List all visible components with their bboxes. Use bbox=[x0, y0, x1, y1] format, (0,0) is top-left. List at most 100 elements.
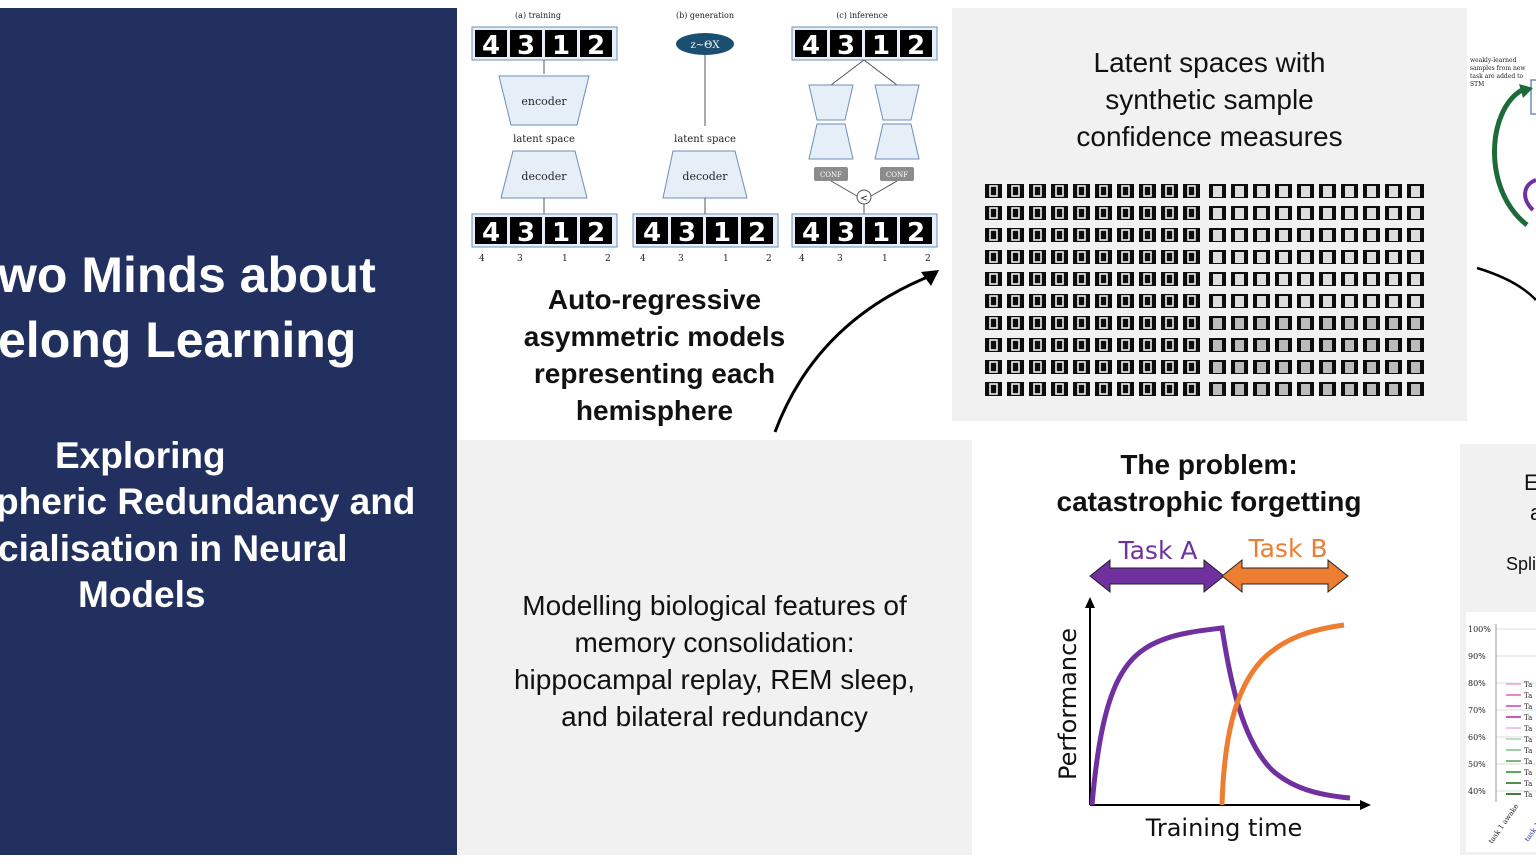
latent-sample-glyph bbox=[1411, 230, 1420, 241]
latent-sample-glyph bbox=[1367, 384, 1376, 395]
digit-tile bbox=[636, 217, 668, 244]
digit-number-label: 1 bbox=[562, 254, 568, 264]
digit-glyph: 4 bbox=[643, 218, 661, 248]
latent-caption: Latent spaces with synthetic sample conf… bbox=[952, 44, 1467, 155]
latent-sample-glyph bbox=[1165, 317, 1174, 329]
y-axis-label: Performance bbox=[1054, 628, 1082, 780]
digit-glyph: 4 bbox=[482, 31, 500, 61]
latent-sample-glyph bbox=[1033, 361, 1042, 373]
latent-sample-glyph bbox=[1345, 296, 1354, 307]
latent-sample-glyph bbox=[1367, 230, 1376, 241]
latent-sample-glyph bbox=[1323, 186, 1332, 197]
latent-sample-glyph bbox=[1187, 207, 1196, 219]
digit-tile bbox=[830, 217, 862, 244]
latent-sample-glyph bbox=[1143, 361, 1152, 373]
digit-tile bbox=[510, 217, 542, 244]
digit-glyph: 3 bbox=[517, 31, 535, 61]
latent-sample-glyph bbox=[1257, 208, 1266, 219]
digit-glyph: 3 bbox=[837, 31, 855, 61]
latent-sample-grid bbox=[985, 184, 1424, 396]
digit-tile bbox=[795, 30, 827, 57]
latent-sample-glyph bbox=[989, 361, 998, 373]
chart-background bbox=[1466, 612, 1536, 852]
percent-tick: 70% bbox=[1468, 706, 1486, 715]
percent-tick: 60% bbox=[1468, 733, 1486, 742]
latent-sample-glyph bbox=[1301, 230, 1310, 241]
digit-number-label: 1 bbox=[723, 254, 729, 264]
latent-sample-glyph bbox=[1235, 296, 1244, 307]
title-line-1: wo Minds about bbox=[0, 247, 376, 303]
latent-sample-glyph bbox=[1099, 251, 1108, 263]
latent-sample-glyph bbox=[1099, 185, 1108, 197]
latent-sample-glyph bbox=[1121, 273, 1130, 285]
digit-tile bbox=[865, 217, 897, 244]
latent-sample-glyph bbox=[1389, 208, 1398, 219]
latent-sample-glyph bbox=[1213, 230, 1222, 241]
latent-sample-glyph bbox=[1257, 340, 1266, 351]
digit-number-label: 1 bbox=[882, 254, 888, 264]
y-axis-head bbox=[1085, 597, 1095, 608]
latent-sample-glyph bbox=[1143, 185, 1152, 197]
subtitle-line-2: pheric Redundancy and bbox=[0, 481, 416, 522]
latent-sample-glyph bbox=[1011, 339, 1020, 351]
problem-title-line: The problem: bbox=[1120, 449, 1298, 480]
latent-sample-glyph bbox=[1411, 296, 1420, 307]
decoder-label-a: decoder bbox=[521, 170, 567, 183]
latent-sample-glyph bbox=[1389, 252, 1398, 263]
latent-sample-glyph bbox=[1213, 362, 1222, 373]
latent-sample-glyph bbox=[989, 251, 998, 263]
latent-sample-glyph bbox=[1411, 186, 1420, 197]
latent-sample-label: z~ΘX bbox=[691, 40, 721, 51]
digit-glyph: 4 bbox=[482, 218, 500, 248]
left-encoder-block bbox=[808, 84, 854, 121]
latent-sample-glyph bbox=[1011, 361, 1020, 373]
latent-sample-glyph bbox=[1165, 273, 1174, 285]
architecture-caption: Auto-regressive asymmetric models repres… bbox=[487, 281, 822, 429]
digit-glyph: 1 bbox=[872, 218, 890, 248]
latent-space-label-b: latent space bbox=[674, 134, 736, 145]
latent-sample-glyph bbox=[1345, 318, 1354, 329]
latent-sample-glyph bbox=[1257, 318, 1266, 329]
latent-sample-glyph bbox=[1165, 383, 1174, 395]
legend-label: Ta bbox=[1524, 747, 1532, 755]
latent-sample-glyph bbox=[1279, 186, 1288, 197]
task-b-arrow bbox=[1221, 558, 1349, 594]
legend-label: Ta bbox=[1524, 725, 1532, 733]
green-arrow-head bbox=[1519, 84, 1533, 98]
latent-sample-glyph bbox=[1143, 383, 1152, 395]
latent-sample-glyph bbox=[1055, 295, 1064, 307]
latent-sample-glyph bbox=[1301, 274, 1310, 285]
biological-panel: Modelling biological features of memory … bbox=[457, 440, 972, 855]
latent-sample-glyph bbox=[1033, 185, 1042, 197]
title-line-2: elong Learning bbox=[0, 312, 357, 368]
latent-sample-glyph bbox=[1033, 273, 1042, 285]
digit-tile bbox=[795, 217, 827, 244]
latent-sample-glyph bbox=[1257, 296, 1266, 307]
latent-sample-glyph bbox=[1187, 339, 1196, 351]
digit-tile bbox=[900, 30, 932, 57]
latent-sample-glyph bbox=[1323, 318, 1332, 329]
latent-sample-glyph bbox=[1121, 317, 1130, 329]
latent-sample-glyph bbox=[1099, 339, 1108, 351]
latent-sample-glyph bbox=[1367, 274, 1376, 285]
latent-caption-line: confidence measures bbox=[1076, 121, 1343, 152]
latent-sample-glyph bbox=[1213, 208, 1222, 219]
latent-sample-glyph bbox=[1323, 340, 1332, 351]
fragment-text-2: a bbox=[1530, 500, 1536, 526]
latent-sample-glyph bbox=[989, 295, 998, 307]
digit-glyph: 2 bbox=[587, 218, 605, 248]
digit-tile bbox=[580, 30, 612, 57]
latent-sample-glyph bbox=[989, 383, 998, 395]
latent-sample-glyph bbox=[1033, 229, 1042, 241]
latent-sample-glyph bbox=[1301, 384, 1310, 395]
latent-sample-glyph bbox=[1187, 383, 1196, 395]
legend-label: Ta bbox=[1524, 791, 1532, 799]
latent-sample-glyph bbox=[989, 229, 998, 241]
legend-label: Ta bbox=[1524, 758, 1532, 766]
latent-sample-glyph bbox=[1033, 383, 1042, 395]
latent-sample-glyph bbox=[989, 185, 998, 197]
digit-glyph: 1 bbox=[552, 31, 570, 61]
latent-sample-glyph bbox=[1077, 207, 1086, 219]
latent-sample-glyph bbox=[1367, 318, 1376, 329]
latent-sample-glyph bbox=[1301, 340, 1310, 351]
